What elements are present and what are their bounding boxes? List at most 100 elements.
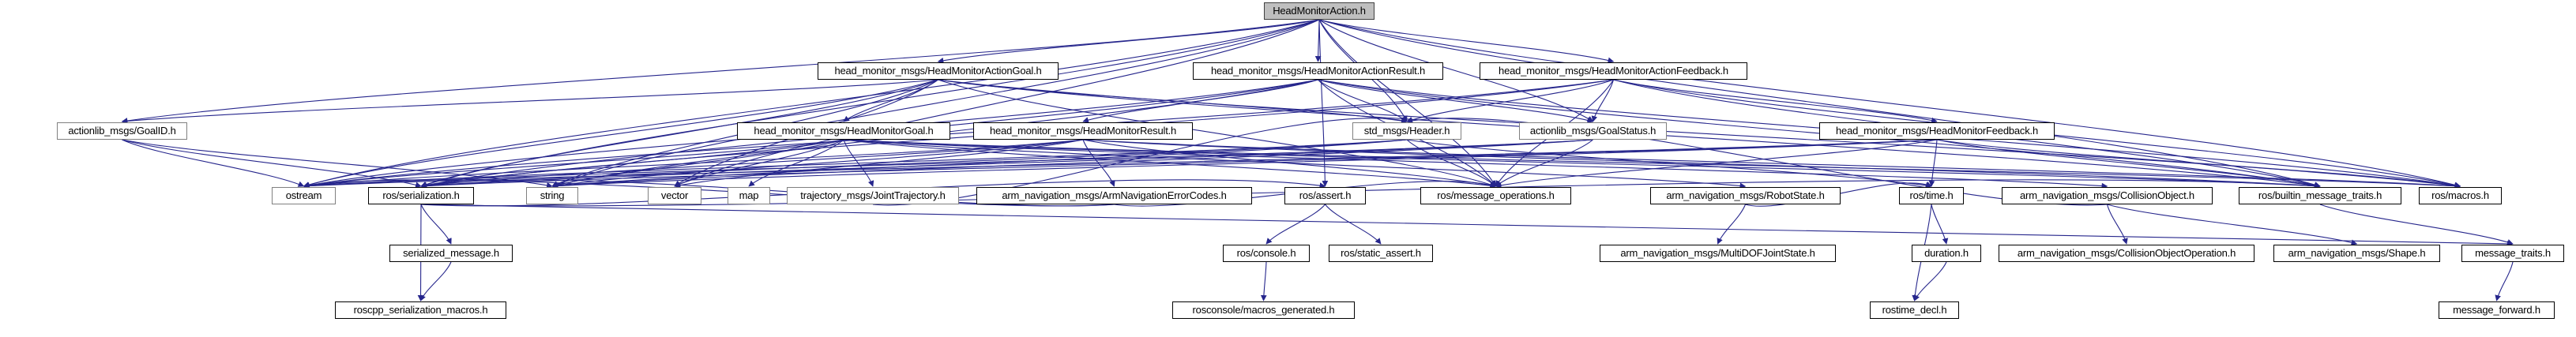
graph-node-string[interactable]: string bbox=[526, 187, 578, 204]
graph-node-label: head_monitor_msgs/HeadMonitorActionFeedb… bbox=[1499, 65, 1728, 77]
graph-node-root[interactable]: HeadMonitorAction.h bbox=[1264, 2, 1374, 20]
graph-edge bbox=[1082, 139, 1497, 189]
graph-node-label: head_monitor_msgs/HeadMonitorActionGoal.… bbox=[834, 65, 1042, 77]
graph-edge bbox=[1914, 261, 1947, 301]
graph-node-assert[interactable]: ros/assert.h bbox=[1284, 187, 1366, 204]
graph-node-errorcodes[interactable]: arm_navigation_msgs/ArmNavigationErrorCo… bbox=[976, 187, 1252, 204]
graph-edge bbox=[748, 139, 844, 187]
graph-edge bbox=[1406, 79, 1614, 123]
graph-edge bbox=[121, 79, 938, 125]
graph-node-hmresult[interactable]: head_monitor_msgs/HeadMonitorResult.h bbox=[973, 122, 1193, 140]
graph-node-roscppmacros[interactable]: roscpp_serialization_macros.h bbox=[335, 301, 506, 319]
graph-node-result[interactable]: head_monitor_msgs/HeadMonitorActionResul… bbox=[1193, 62, 1443, 80]
graph-edge bbox=[1318, 19, 1496, 187]
graph-node-multidof[interactable]: arm_navigation_msgs/MultiDOFJointState.h bbox=[1600, 245, 1836, 262]
graph-edge bbox=[420, 139, 1938, 189]
graph-node-builtin[interactable]: ros/builtin_message_traits.h bbox=[2239, 187, 2401, 204]
graph-node-label: head_monitor_msgs/HeadMonitorResult.h bbox=[989, 125, 1177, 137]
graph-node-hmgoal[interactable]: head_monitor_msgs/HeadMonitorGoal.h bbox=[737, 122, 950, 140]
graph-node-label: arm_navigation_msgs/CollisionObjectOpera… bbox=[2017, 247, 2236, 259]
graph-node-rosconsolemacros[interactable]: rosconsole/macros_generated.h bbox=[1172, 301, 1355, 319]
graph-node-label: message_traits.h bbox=[2475, 247, 2551, 259]
graph-edge bbox=[1936, 139, 2321, 189]
graph-edge bbox=[420, 204, 452, 245]
graph-node-label: roscpp_serialization_macros.h bbox=[353, 304, 488, 316]
graph-edge bbox=[1318, 19, 1329, 187]
graph-node-label: HeadMonitorAction.h bbox=[1273, 5, 1366, 17]
graph-edge bbox=[551, 139, 1938, 189]
graph-node-collisionobjop[interactable]: arm_navigation_msgs/CollisionObjectOpera… bbox=[1999, 245, 2254, 262]
graph-node-macros[interactable]: ros/macros.h bbox=[2419, 187, 2502, 204]
graph-node-label: ros/time.h bbox=[1909, 189, 1954, 201]
graph-node-msgforward[interactable]: message_forward.h bbox=[2439, 301, 2555, 319]
graph-edge bbox=[843, 79, 938, 122]
graph-node-duration[interactable]: duration.h bbox=[1912, 245, 1981, 262]
graph-node-label: message_forward.h bbox=[2453, 304, 2540, 316]
graph-edge bbox=[121, 19, 1320, 124]
graph-edge bbox=[2107, 204, 2358, 245]
graph-edge bbox=[1318, 19, 2321, 188]
graph-node-label: arm_navigation_msgs/ArmNavigationErrorCo… bbox=[1002, 189, 1227, 201]
graph-edge bbox=[937, 19, 1320, 64]
graph-edge bbox=[303, 139, 844, 189]
graph-edge bbox=[420, 139, 1593, 189]
graph-node-label: arm_navigation_msgs/Shape.h bbox=[2288, 247, 2426, 259]
graph-node-ostream[interactable]: ostream bbox=[272, 187, 336, 204]
graph-node-staticassert[interactable]: ros/static_assert.h bbox=[1329, 245, 1433, 262]
graph-edge bbox=[843, 139, 874, 187]
graph-edge bbox=[1082, 139, 1115, 187]
graph-edge bbox=[303, 139, 1593, 189]
graph-edge bbox=[122, 139, 422, 188]
graph-edge bbox=[1318, 79, 1594, 124]
graph-edge bbox=[2106, 204, 2128, 245]
graph-edge bbox=[1314, 19, 1322, 62]
graph-node-label: arm_navigation_msgs/RobotState.h bbox=[1666, 189, 1825, 201]
graph-node-label: head_monitor_msgs/HeadMonitorActionResul… bbox=[1210, 65, 1426, 77]
graph-node-vector[interactable]: vector bbox=[648, 187, 701, 204]
graph-edge bbox=[551, 139, 844, 188]
graph-node-msgtraits[interactable]: message_traits.h bbox=[2461, 245, 2564, 262]
graph-edge bbox=[551, 139, 1084, 189]
graph-edge bbox=[1082, 139, 2321, 189]
graph-edge bbox=[1931, 204, 1949, 245]
graph-node-label: rostime_decl.h bbox=[1882, 304, 1947, 316]
graph-node-console[interactable]: ros/console.h bbox=[1223, 245, 1310, 262]
graph-edge bbox=[843, 139, 2321, 189]
graph-edge bbox=[1265, 204, 1326, 245]
graph-edge bbox=[1591, 79, 1615, 122]
graph-node-msgops[interactable]: ros/message_operations.h bbox=[1420, 187, 1571, 204]
graph-edge bbox=[674, 139, 844, 187]
graph-node-serialmsg[interactable]: serialized_message.h bbox=[389, 245, 513, 262]
graph-edge bbox=[122, 139, 305, 187]
graph-node-label: actionlib_msgs/GoalStatus.h bbox=[1529, 125, 1657, 137]
graph-edge bbox=[1082, 139, 2461, 189]
graph-node-label: ostream bbox=[285, 189, 322, 201]
graph-edge bbox=[1318, 79, 1408, 122]
graph-node-time[interactable]: ros/time.h bbox=[1899, 187, 1964, 204]
graph-edge bbox=[674, 139, 1084, 189]
graph-edge bbox=[1082, 79, 1318, 123]
graph-node-rostimedecl[interactable]: rostime_decl.h bbox=[1870, 301, 1959, 319]
graph-edge bbox=[1495, 139, 1938, 189]
graph-edge bbox=[419, 261, 452, 301]
graph-edge bbox=[1318, 19, 1615, 64]
graph-edge bbox=[674, 19, 1320, 187]
graph-node-label: duration.h bbox=[1924, 247, 1969, 259]
graph-node-goalid[interactable]: actionlib_msgs/GoalID.h bbox=[57, 122, 187, 140]
graph-edge bbox=[420, 204, 2514, 247]
graph-node-feedback[interactable]: head_monitor_msgs/HeadMonitorActionFeedb… bbox=[1480, 62, 1747, 80]
graph-node-serialization[interactable]: ros/serialization.h bbox=[368, 187, 474, 204]
graph-node-map[interactable]: map bbox=[728, 187, 770, 204]
graph-edge bbox=[551, 19, 1320, 188]
graph-node-shape[interactable]: arm_navigation_msgs/Shape.h bbox=[2273, 245, 2440, 262]
graph-edge bbox=[1325, 204, 1382, 245]
graph-node-header[interactable]: std_msgs/Header.h bbox=[1352, 122, 1461, 140]
graph-node-goal[interactable]: head_monitor_msgs/HeadMonitorActionGoal.… bbox=[818, 62, 1059, 80]
graph-node-collisionobj[interactable]: arm_navigation_msgs/CollisionObject.h bbox=[2002, 187, 2213, 204]
graph-node-label: head_monitor_msgs/HeadMonitorFeedback.h bbox=[1836, 125, 2038, 137]
graph-node-hmfeedback[interactable]: head_monitor_msgs/HeadMonitorFeedback.h bbox=[1819, 122, 2055, 140]
graph-node-jointtraj[interactable]: trajectory_msgs/JointTrajectory.h bbox=[787, 187, 959, 204]
graph-node-robotstate[interactable]: arm_navigation_msgs/RobotState.h bbox=[1650, 187, 1841, 204]
graph-edge bbox=[1318, 19, 2461, 189]
graph-node-goalstatus[interactable]: actionlib_msgs/GoalStatus.h bbox=[1519, 122, 1667, 140]
